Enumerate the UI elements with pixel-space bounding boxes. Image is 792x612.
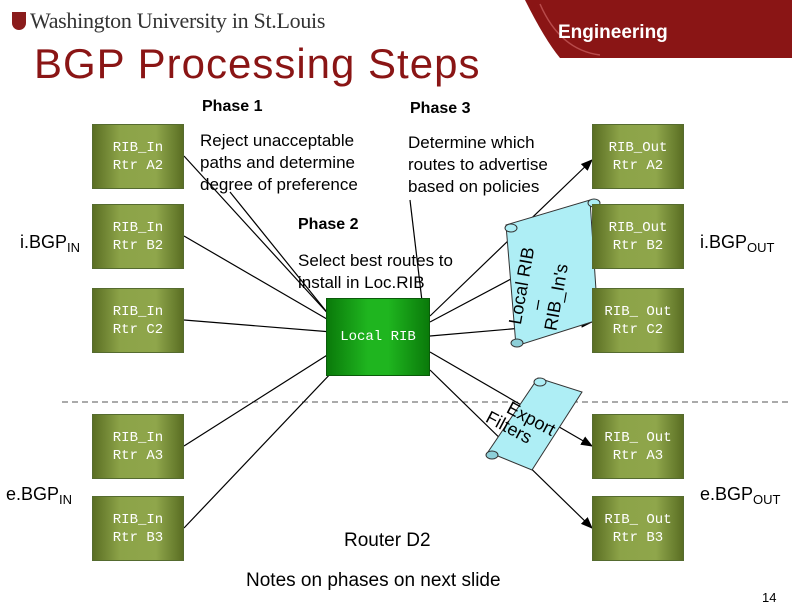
phase2-description: Select best routes to install in Loc.RIB [298, 250, 453, 294]
line-phase1 [229, 191, 331, 317]
line-in-c2 [183, 319, 333, 333]
phase2-line: Select best routes to [298, 251, 453, 270]
ibgp-in-label: i.BGPIN [20, 232, 80, 255]
ibgp-out-label: i.BGPOUT [700, 232, 774, 255]
shield-icon [12, 12, 26, 30]
ebgp-in-main: e.BGP [6, 484, 60, 504]
phase3-line: based on policies [408, 177, 540, 196]
rib-in-rtr-b3: RIB_In Rtr B3 [92, 496, 184, 561]
rib-out-rtr-a2: RIB_Out Rtr A2 [592, 124, 684, 189]
rib-in-rtr-b2: RIB_In Rtr B2 [92, 204, 184, 269]
phase3-description: Determine which routes to advertise base… [408, 132, 548, 198]
ebgp-out-main: e.BGP [700, 484, 754, 504]
ebgp-out-label: e.BGPOUT [700, 484, 780, 507]
export-filters-scroll [485, 377, 583, 471]
phase1-line: degree of preference [200, 175, 358, 194]
ibgp-in-sub: IN [67, 240, 81, 255]
line-in-a3 [183, 351, 333, 447]
rib-out-rtr-c2: RIB_ Out Rtr C2 [592, 288, 684, 353]
ibgp-out-sub: OUT [747, 240, 775, 255]
rib-in-rtr-a2: RIB_In Rtr A2 [92, 124, 184, 189]
rib-out-rtr-b3: RIB_ Out Rtr B3 [592, 496, 684, 561]
phase1-line: paths and determine [200, 153, 355, 172]
page-number: 14 [762, 590, 777, 605]
ebgp-out-sub: OUT [753, 492, 781, 507]
logo-text: Washington University in St.Louis [30, 8, 326, 33]
engineering-brand: Engineering [558, 22, 668, 43]
phase1-line: Reject unacceptable [200, 131, 355, 150]
phase2-line: install in Loc.RIB [298, 273, 425, 292]
rib-in-rtr-a3: RIB_In Rtr A3 [92, 414, 184, 479]
phase3-line: Determine which [408, 133, 535, 152]
router-name: Router D2 [344, 530, 431, 551]
engineering-band-shape [525, 0, 792, 58]
engineering-band-accent [539, 3, 601, 56]
rib-out-rtr-a3: RIB_ Out Rtr A3 [592, 414, 684, 479]
line-in-a2 [183, 155, 333, 319]
rib-out-rtr-b2: RIB_Out Rtr B2 [592, 204, 684, 269]
notes-text: Notes on phases on next slide [246, 570, 501, 591]
line-in-b2 [183, 235, 333, 323]
ibgp-out-main: i.BGP [700, 232, 748, 252]
page-title: BGP Processing Steps [34, 40, 481, 87]
rib-in-rtr-c2: RIB_In Rtr C2 [92, 288, 184, 353]
line-in-b3 [183, 369, 335, 529]
phase2-label: Phase 2 [298, 216, 359, 233]
arrow-out-a3 [429, 351, 594, 447]
local-rib-box: Local RIB [326, 298, 430, 376]
phase1-label: Phase 1 [202, 98, 263, 115]
phase3-label: Phase 3 [410, 100, 471, 117]
ebgp-in-sub: IN [59, 492, 73, 507]
phase3-line: routes to advertise [408, 155, 548, 174]
phase1-description: Reject unacceptable paths and determine … [200, 130, 358, 196]
header-band [525, 0, 792, 58]
ibgp-in-main: i.BGP [20, 232, 68, 252]
university-logo: Washington University in St.Louis [12, 8, 325, 34]
ebgp-in-label: e.BGPIN [6, 484, 72, 507]
